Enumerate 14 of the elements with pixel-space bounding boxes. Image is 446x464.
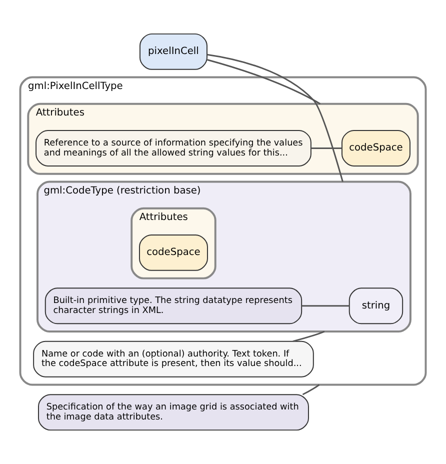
- node-box: codeSpace: [139, 234, 208, 271]
- connector: [311, 148, 342, 149]
- node-box: Specification of the way an image grid is associated with the image data attributes.: [38, 394, 309, 431]
- node-box: Reference to a source of information specifying the values and meanings of all the allowed string values for this...: [36, 130, 312, 166]
- node-box: pixelInCell: [140, 33, 208, 70]
- connector: [302, 305, 350, 307]
- node-box: codeSpace: [342, 130, 410, 166]
- node-box: Built-in primitive type. The string datatype represents character strings in XML.: [44, 288, 302, 324]
- connector: [302, 384, 320, 396]
- node-box: string: [348, 288, 404, 324]
- node-box: Name or code with an (optional) authority. Text token. If the codeSpace attribute is present, then its value should...: [33, 340, 314, 378]
- connector: [207, 59, 321, 105]
- connector: [207, 54, 344, 182]
- connector: [292, 330, 325, 342]
